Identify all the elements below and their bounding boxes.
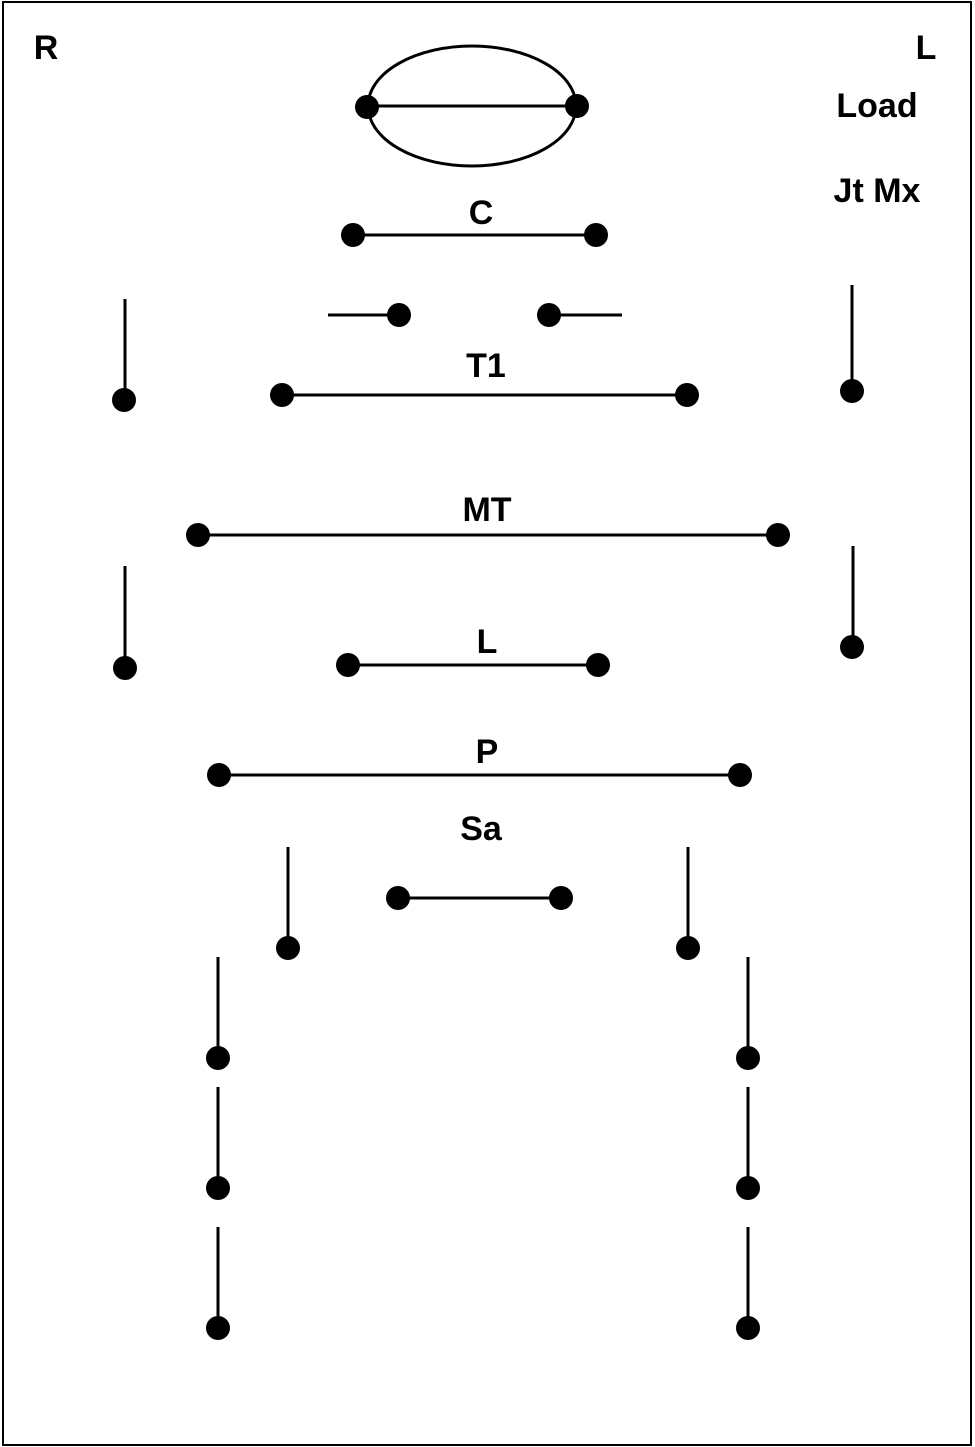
upper-thoracic-label: T1 [466,347,506,385]
right-shoulder-marker [328,303,411,327]
right-knee-marker [206,1087,230,1200]
upper-thoracic-segment [270,383,699,407]
left-knee-point [736,1176,760,1200]
lumbar-label: L [477,623,498,661]
lumbar-left-point [586,653,610,677]
left-hip-point [676,936,700,960]
mid-thoracic-right-point [186,523,210,547]
cervical-segment [341,223,608,247]
left-thigh-marker [736,957,760,1070]
head-right-point [355,95,379,119]
cervical-right-point [341,223,365,247]
upper-thoracic-left-point [675,383,699,407]
right-forearm-marker [113,566,137,680]
upper-thoracic-right-point [270,383,294,407]
right-forearm-point [113,656,137,680]
lumbar-right-point [336,653,360,677]
mid-thoracic-segment [186,523,790,547]
left-upper-arm-marker [840,285,864,403]
left-knee-marker [736,1087,760,1200]
left-upper-arm-point [840,379,864,403]
pelvis-label: P [476,733,499,771]
pelvis-segment [207,763,752,787]
mid-thoracic-left-point [766,523,790,547]
right-hip-point [276,936,300,960]
left-lower-leg-marker [736,1227,760,1340]
lumbar-segment [336,653,610,677]
sacrum-label: Sa [460,810,503,848]
left-forearm-point [840,635,864,659]
left-forearm-marker [840,546,864,659]
load-label: Load [836,87,917,125]
left-lower-leg-point [736,1316,760,1340]
right-thigh-point [206,1046,230,1070]
right-side-label: R [34,29,59,67]
left-thigh-point [736,1046,760,1070]
cervical-label: C [469,194,494,232]
right-lower-leg-point [206,1316,230,1340]
cervical-left-point [584,223,608,247]
sacrum-right-point [386,886,410,910]
sacrum-left-point [549,886,573,910]
left-hip-marker [676,847,700,960]
right-upper-arm-marker [112,299,136,412]
left-side-label: L [916,29,937,67]
right-upper-arm-point [112,388,136,412]
mid-thoracic-label: MT [462,491,511,529]
left-shoulder-marker [537,303,622,327]
right-knee-point [206,1176,230,1200]
right-thigh-marker [206,957,230,1070]
joint-matrix-label: Jt Mx [834,172,921,210]
left-shoulder-point [537,303,561,327]
pelvis-left-point [728,763,752,787]
right-lower-leg-marker [206,1227,230,1340]
sacrum-segment [386,886,573,910]
right-hip-marker [276,847,300,960]
head-left-point [565,94,589,118]
right-shoulder-point [387,303,411,327]
head-marker [355,44,589,168]
pelvis-right-point [207,763,231,787]
